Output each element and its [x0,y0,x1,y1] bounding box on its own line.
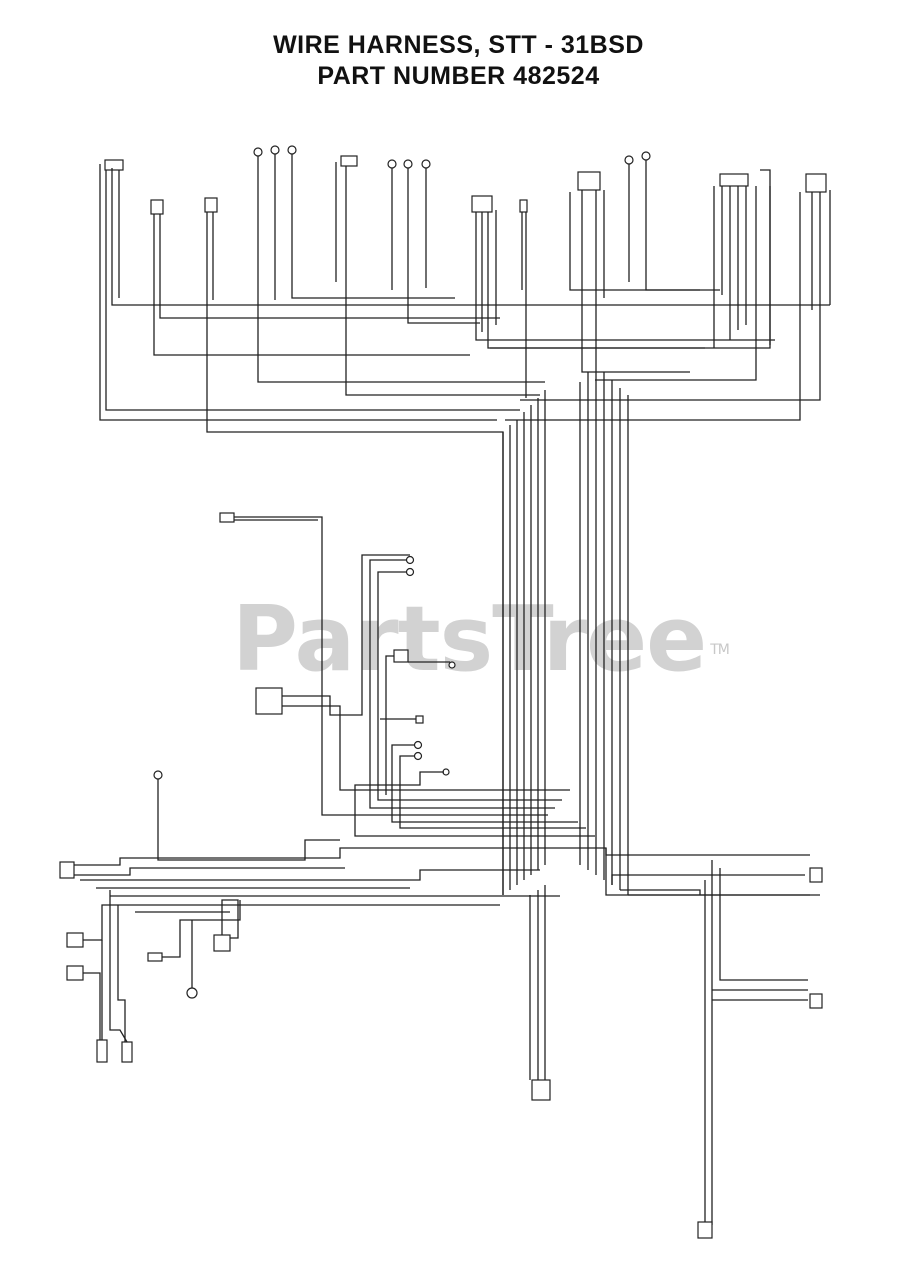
connector-top-8 [719,173,749,187]
connector-low-8 [531,1079,551,1101]
connector-low-5 [121,1041,133,1063]
terminal-mid-3 [448,661,456,669]
main-trunk [502,365,629,895]
connector-low-10 [809,993,823,1009]
lower-right-components [529,867,823,1239]
terminal-top-7 [624,155,634,165]
connector-mid-2 [393,649,409,663]
terminal-top-5 [403,159,413,169]
terminal-mid-4 [413,740,423,750]
terminal-top-1 [253,147,263,157]
terminal-top-8 [641,151,651,161]
connector-low-9 [809,867,823,883]
connector-top-1 [104,159,124,171]
connector-mid-1 [219,512,235,523]
terminal-low-1 [186,987,198,999]
terminal-mid-7 [153,770,163,780]
middle-wires [157,516,595,861]
connector-top-4 [340,155,358,167]
terminal-mid-2 [405,567,415,577]
connector-low-7 [213,934,231,952]
lower-left-wires [83,890,241,1043]
terminal-top-2 [270,145,280,155]
diagram-title: WIRE HARNESS, STT - 31BSD PART NUMBER 48… [0,30,917,92]
connector-low-6 [147,952,163,962]
terminal-top-4 [387,159,397,169]
title-line-2: PART NUMBER 482524 [317,62,600,90]
trademark-mark: TM [710,642,730,658]
lower-bus [74,847,820,1225]
terminal-top-6 [421,159,431,169]
connector-low-11 [697,1221,713,1239]
connector-top-9 [805,173,827,193]
lower-left-components [59,861,231,1063]
connector-mid-3 [255,687,283,715]
connector-low-1 [59,861,75,879]
connector-top-2 [150,199,164,215]
terminal-top-3 [287,145,297,155]
middle-components [153,512,456,780]
connector-low-3 [66,965,84,981]
connector-top-6 [519,199,528,213]
title-line-1: WIRE HARNESS, STT - 31BSD [273,31,644,59]
connector-top-3 [204,197,218,213]
top-connectors [104,145,827,215]
connector-low-2 [66,932,84,948]
connector-top-5 [471,195,493,213]
connector-mid-4 [415,715,424,724]
terminal-mid-5 [413,751,423,761]
connector-top-7 [577,171,601,191]
connector-low-4 [96,1039,108,1063]
top-drop-wires [99,154,831,895]
terminal-mid-1 [405,555,415,565]
